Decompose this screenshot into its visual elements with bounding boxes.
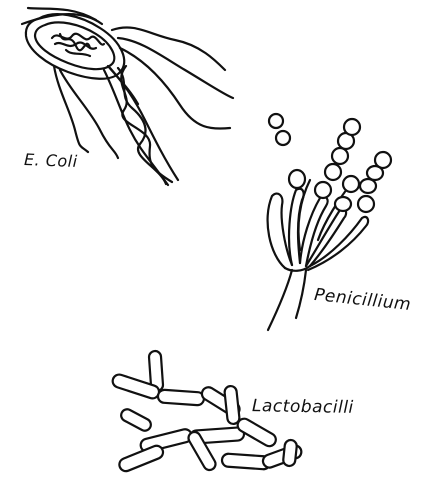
penicillium-stalk	[296, 270, 306, 318]
rod-bacterium	[235, 416, 278, 448]
rod-bacterium	[283, 439, 298, 466]
rod-bacterium	[119, 407, 153, 433]
rod-bacterium	[224, 385, 240, 424]
ecoli-label: E. Coli	[24, 150, 78, 171]
loose-spore	[269, 114, 283, 128]
ecoli-nucleoid	[52, 34, 104, 56]
penicillium-spore-chains	[289, 119, 391, 212]
loose-spore	[276, 131, 290, 145]
lactobacilli-label: Lactobacilli	[252, 396, 354, 418]
penicillium-stalk	[268, 270, 292, 330]
rod-bacterium	[158, 389, 205, 405]
